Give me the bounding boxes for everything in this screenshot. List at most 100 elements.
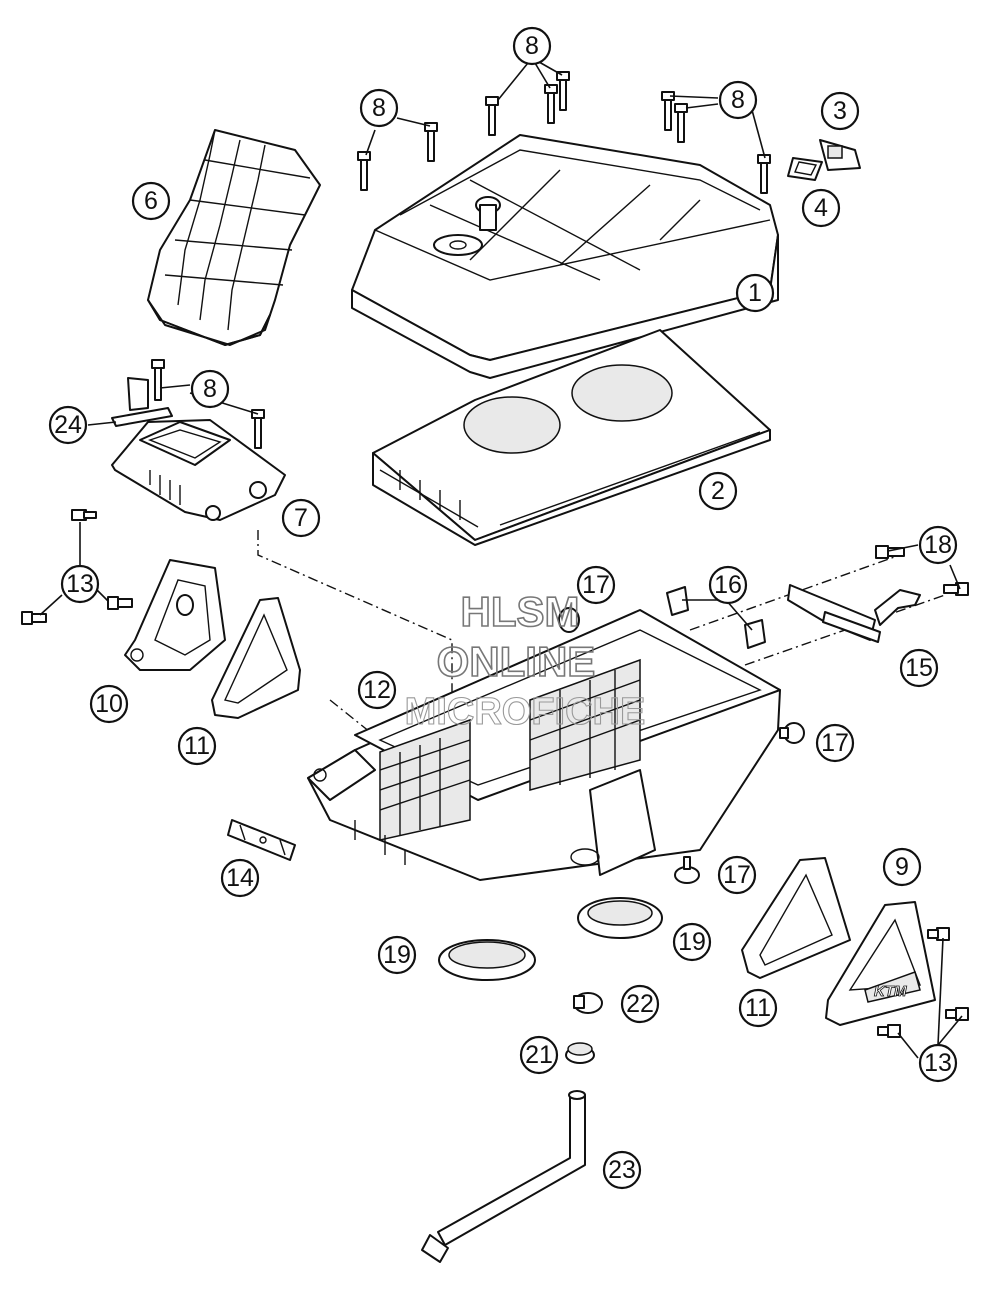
callout-3: 3 [820,91,860,131]
callout-14: 14 [220,858,260,898]
callout-10-label: 10 [95,690,123,718]
screw [251,409,265,449]
callout-10: 10 [89,684,129,724]
screw [945,1007,969,1021]
callout-8-flange: 8 [190,369,230,409]
airbox-housing [307,609,781,881]
rubber-rings [438,897,663,981]
screw [927,927,950,941]
callout-6-label: 6 [144,187,158,215]
callout-8-top: 8 [512,26,552,66]
callout-9: 9 [882,847,922,887]
callout-24-label: 24 [54,411,82,439]
callout-21-label: 21 [525,1041,553,1069]
callout-1-label: 1 [748,279,762,307]
screw [357,151,371,191]
bracket [787,545,969,643]
callout-13-right: 13 [918,1043,958,1083]
callout-8-right-label: 8 [731,86,745,114]
callout-12: 12 [357,670,397,710]
callouts: 1 2 3 4 6 7 8 8 8 8 9 10 11 11 12 13 13 … [48,26,958,1190]
callout-8-right: 8 [718,80,758,120]
left-screws [21,509,133,625]
callout-7-label: 7 [294,504,308,532]
callout-16-label: 16 [714,571,742,599]
callout-9-label: 9 [895,853,909,881]
screw [556,71,570,111]
screw [424,122,438,162]
airbox-cover [351,134,779,379]
grommet [779,722,805,744]
callout-6: 6 [131,181,171,221]
callout-18: 18 [918,525,958,565]
drain-grommet [565,1042,595,1064]
callout-14-label: 14 [226,864,254,892]
screw [544,84,558,124]
callout-2-label: 2 [711,477,725,505]
callout-23-label: 23 [608,1156,636,1184]
callout-24: 24 [48,405,88,445]
callout-2: 2 [698,471,738,511]
intake-boot [147,129,321,346]
callout-19-left-label: 19 [383,941,411,969]
callout-19-right-label: 19 [678,928,706,956]
screw [757,154,771,194]
intake-flange [111,359,286,521]
callout-11-left: 11 [177,726,217,766]
drain-hose [421,1090,586,1263]
screw [485,96,499,136]
callout-17-top-label: 17 [582,571,610,599]
callout-13-left: 13 [60,564,100,604]
retainer-clip [227,819,296,861]
screw [151,359,165,401]
callout-12-label: 12 [363,676,391,704]
callout-11-left-label: 11 [184,732,210,760]
callout-19-left: 19 [377,935,417,975]
callout-17-bottom: 17 [717,855,757,895]
callout-7: 7 [281,498,321,538]
callout-17-top: 17 [576,565,616,605]
callout-22: 22 [620,984,660,1024]
callout-16: 16 [708,565,748,605]
callout-4: 4 [801,188,841,228]
grommets [558,607,805,884]
screw [21,611,47,625]
callout-15-label: 15 [905,654,933,682]
callout-8-left-label: 8 [372,94,386,122]
watermark-line3: MICROFICHE [405,691,646,733]
ktm-logo: KTM [874,983,907,1000]
screw [107,596,133,610]
screw [674,103,688,143]
callout-13-left-label: 13 [66,570,94,598]
left-side-gasket [211,597,301,719]
callout-1: 1 [735,273,775,313]
callout-8-top-label: 8 [525,32,539,60]
hose-clamp [573,992,603,1014]
sensor-and-seal [787,139,861,181]
callout-21: 21 [519,1035,559,1075]
screw [71,509,97,521]
screw [661,91,675,131]
screw [943,582,969,596]
right-side-gasket [741,857,851,979]
callout-18-label: 18 [924,531,952,559]
callout-17-mid-label: 17 [821,729,849,757]
callout-3-label: 3 [833,97,847,125]
watermark-line2: ONLINE [437,638,596,685]
callout-19-right: 19 [672,922,712,962]
right-screws [877,927,969,1038]
callout-4-label: 4 [814,194,828,222]
screw [877,1024,901,1038]
callout-8-flange-label: 8 [203,375,217,403]
callout-8-left: 8 [359,88,399,128]
callout-17-bottom-label: 17 [723,861,751,889]
right-side-cover: KTM [825,901,936,1026]
grommet [674,856,700,884]
callout-23: 23 [602,1150,642,1190]
watermark: HLSM ONLINE MICROFICHE [404,587,646,733]
callout-13-right-label: 13 [924,1049,952,1077]
watermark-line1: HLSM [461,588,580,635]
callout-22-label: 22 [626,990,654,1018]
callout-11-right-label: 11 [745,994,771,1022]
